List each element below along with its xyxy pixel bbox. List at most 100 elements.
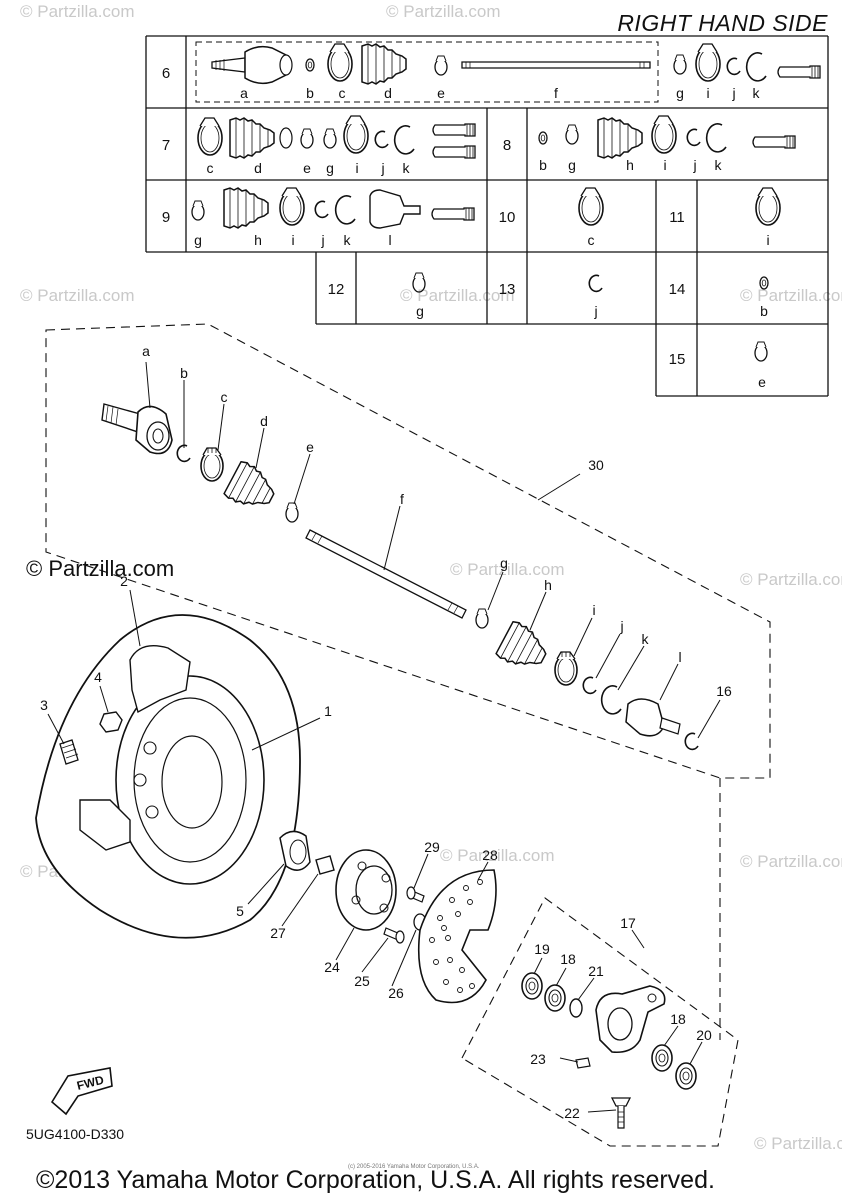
kit-number: 12 <box>328 281 345 298</box>
callout-letter: i <box>592 602 595 618</box>
kit-table <box>145 35 829 397</box>
wheel-tire <box>35 614 301 939</box>
kit-letter: i <box>355 160 358 176</box>
kit-letter: g <box>416 303 424 319</box>
kit-letter: a <box>240 85 248 101</box>
watermark: © Partzilla.com <box>440 846 555 865</box>
kit-number: 9 <box>162 209 170 226</box>
kit-13-part <box>588 274 603 293</box>
kit-number: 14 <box>669 281 686 298</box>
site-label: © Partzilla.com <box>26 556 175 581</box>
kit-letter: h <box>254 232 262 248</box>
valve-stem <box>59 739 79 765</box>
watermark: © Partzilla.com <box>20 2 135 21</box>
kit-number: 7 <box>162 137 170 154</box>
kit-6-parts <box>211 43 821 85</box>
callout-number: 4 <box>94 669 102 685</box>
callout-number: 27 <box>270 925 286 941</box>
kit-letter: i <box>706 85 709 101</box>
kit-letter: f <box>554 85 558 101</box>
kit-letter: i <box>663 157 666 173</box>
kit-14-part <box>759 276 769 290</box>
kit-letter: c <box>339 85 346 101</box>
fwd-arrow-icon: FWD <box>50 1067 113 1116</box>
kit-7-parts <box>197 115 476 159</box>
drive-shaft-assembly <box>101 403 699 751</box>
micro-copyright: (c) 2005-2016 Yamaha Motor Corporation, … <box>348 1164 480 1170</box>
spacer-5 <box>279 830 311 871</box>
kit-letter: g <box>676 85 684 101</box>
watermark: © Partzilla.com <box>754 1134 842 1153</box>
kit-letter: j <box>380 160 384 176</box>
callout-number: 1 <box>324 703 332 719</box>
callout-number: 21 <box>588 963 604 979</box>
callout-number: 16 <box>716 683 732 699</box>
callout-letter: c <box>221 389 228 405</box>
kit-letter: e <box>758 374 766 390</box>
kit-letter: g <box>326 160 334 176</box>
kit-12-part <box>412 272 426 293</box>
watermark: © Partzilla.com <box>400 286 515 305</box>
kit-letter: k <box>403 160 411 176</box>
watermark: © Partzilla.com <box>740 570 842 589</box>
kit-number: 15 <box>669 351 686 368</box>
kit-letter: g <box>568 157 576 173</box>
kit-letter: d <box>384 85 392 101</box>
leader-lines <box>47 361 721 1113</box>
wheel-hub-24 <box>335 849 397 931</box>
watermark: © Partzilla.com <box>740 852 842 871</box>
callout-number: 28 <box>482 847 498 863</box>
kit-letter: j <box>731 85 735 101</box>
callout-number: 29 <box>424 839 440 855</box>
callout-letter: f <box>400 491 404 507</box>
bolt-29 <box>406 886 425 903</box>
callout-number: 17 <box>620 915 636 931</box>
watermark: © Partzilla.com <box>740 286 842 305</box>
kit-letter: b <box>760 303 768 319</box>
callout-number: 26 <box>388 985 404 1001</box>
wheel-nut <box>99 711 123 733</box>
callout-letter: d <box>260 413 268 429</box>
knuckle-assembly <box>521 972 697 1129</box>
kit-letter: e <box>437 85 445 101</box>
kit-letter: c <box>588 232 595 248</box>
callout-letter: j <box>619 618 623 634</box>
callout-number: 30 <box>588 457 604 473</box>
kit-number: 8 <box>503 137 511 154</box>
kit-letter: h <box>626 157 634 173</box>
callout-letter: g <box>500 555 508 571</box>
kit-number: 10 <box>499 209 516 226</box>
kit-letter: g <box>194 232 202 248</box>
callout-number: 24 <box>324 959 340 975</box>
kit-number: 6 <box>162 65 170 82</box>
watermark: © Partzilla.com <box>386 2 501 21</box>
callout-number: 23 <box>530 1051 546 1067</box>
kit-number: 11 <box>669 209 685 226</box>
callout-letter: h <box>544 577 552 593</box>
kit-number: 13 <box>499 281 516 298</box>
kit-letter: b <box>306 85 314 101</box>
kit-letter: k <box>753 85 761 101</box>
callout-letter: l <box>678 649 681 665</box>
kit-11-part <box>755 187 781 226</box>
watermark: © Partzilla.com <box>20 286 135 305</box>
callout-number: 19 <box>534 941 550 957</box>
bolt-25 <box>383 927 405 944</box>
kit-8-parts <box>538 115 796 159</box>
callout-letter: k <box>642 631 650 647</box>
page-title: RIGHT HAND SIDE <box>617 10 828 36</box>
kit-letter: i <box>291 232 294 248</box>
copyright-notice: ©2013 Yamaha Motor Corporation, U.S.A. A… <box>36 1166 715 1194</box>
callout-number: 25 <box>354 973 370 989</box>
callout-number: 18 <box>560 951 576 967</box>
kit-letter: c <box>207 160 214 176</box>
kit-letter: i <box>766 232 769 248</box>
callout-letter: e <box>306 439 314 455</box>
kit-10-part <box>578 187 604 226</box>
callout-letter: b <box>180 365 188 381</box>
kit-letter: k <box>715 157 723 173</box>
kit-letter: e <box>303 160 311 176</box>
brake-disc-28 <box>417 869 497 1004</box>
